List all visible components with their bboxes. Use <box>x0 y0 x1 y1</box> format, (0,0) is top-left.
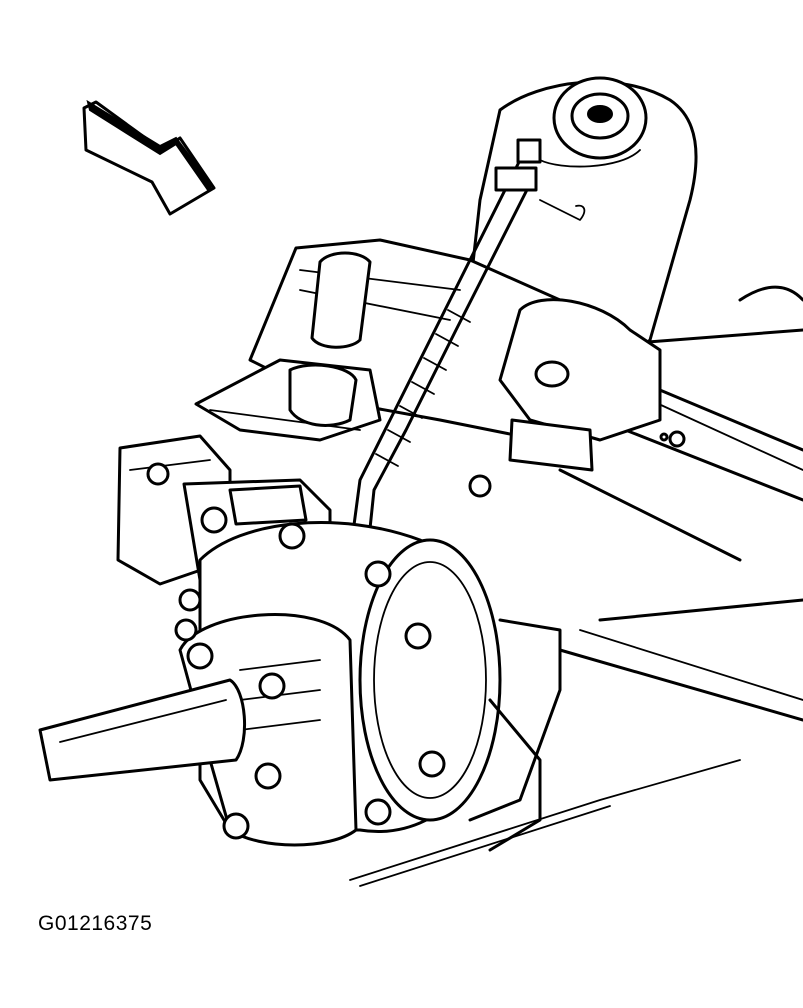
shock-bracket <box>498 298 662 472</box>
figure-id-label: G01216375 <box>38 912 153 935</box>
axle-shaft <box>38 678 247 782</box>
lower-arm <box>349 618 741 887</box>
brake-hose <box>350 138 586 550</box>
direction-arrow-icon <box>82 99 216 216</box>
axle-housing <box>178 521 502 847</box>
bolts <box>146 462 492 840</box>
frame-rail <box>558 285 803 722</box>
knuckle-assembly <box>116 434 332 586</box>
